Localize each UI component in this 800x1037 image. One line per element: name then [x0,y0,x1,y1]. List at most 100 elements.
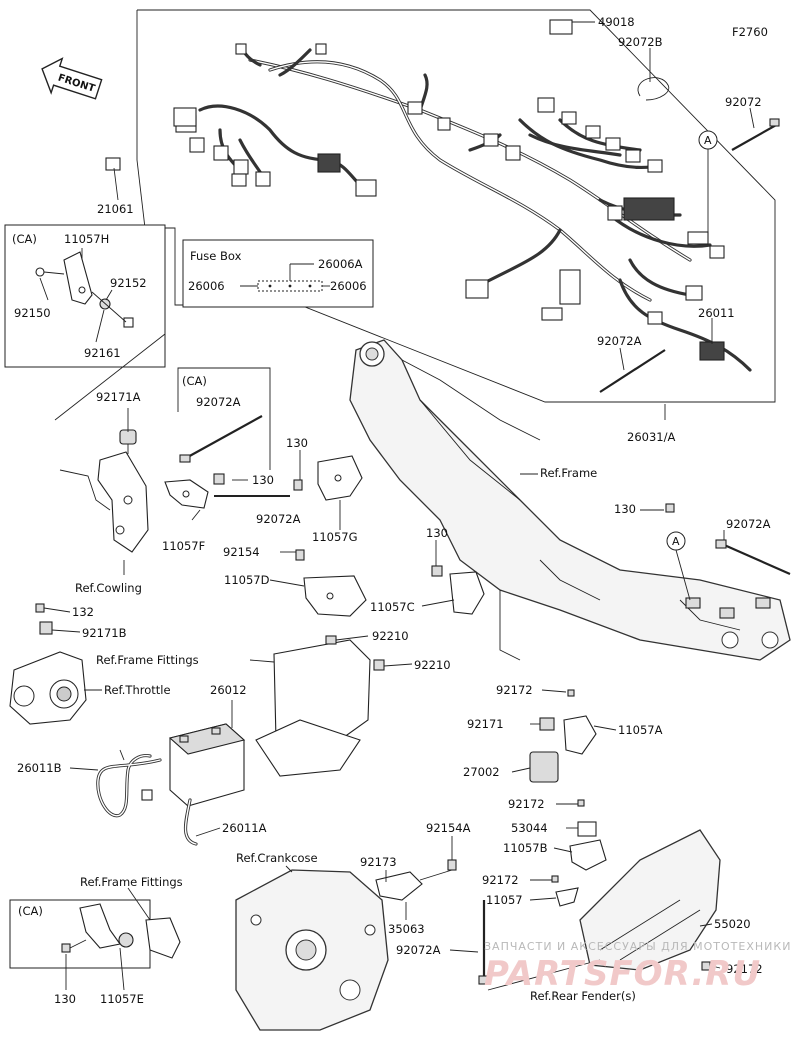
label-11057f: 11057F [162,539,205,553]
fuse-box-title: Fuse Box [190,249,242,263]
label-26011b: 26011B [17,761,62,775]
label-130-b: 130 [252,473,274,487]
label-92171a: 92171A [96,390,141,404]
harness-connectors [105,19,725,361]
svg-text:A: A [672,535,680,548]
label-92072a-right: 92072A [726,517,771,531]
label-92171: 92171 [467,717,504,731]
bracket-11057g [293,455,363,501]
label-92173: 92173 [360,855,397,869]
label-53044: 53044 [511,821,548,835]
label-92210-b: 92210 [414,658,451,672]
label-92172-c: 92172 [482,873,519,887]
label-92150: 92150 [14,306,51,320]
ca-inset-92072a: (CA) [177,367,271,470]
label-11057e: 11057E [100,992,144,1006]
label-92172-d: 92172 [726,962,763,976]
cable-tie-92072a-bottom [478,900,490,985]
bracket-11057c [431,565,485,615]
watermark: ЗАПЧАСТИ И АКСЕССУАРЫ ДЛЯ МОТОТЕХНИКИ PA… [484,940,791,994]
label-92172-b: 92172 [508,797,545,811]
label-92072a-mid: 92072A [256,512,301,526]
harness-boundary [136,9,776,403]
battery-cables [96,749,198,846]
label-92072b: 92072B [618,35,663,49]
relay-27002 [529,689,597,783]
label-92072a-bottom: 92072A [396,943,441,957]
label-92152: 92152 [110,276,147,290]
bolt-130-right [665,503,675,513]
throttle-body [9,603,87,725]
label-130-d: 130 [614,502,636,516]
label-55020: 55020 [714,917,751,931]
cable-tie-92072 [731,118,780,151]
label-130-c: 130 [426,526,448,540]
fuse-label-26006-left: 26006 [188,279,225,293]
crankcase [235,869,389,1031]
label-92072a-top: 92072A [597,334,642,348]
label-11057c: 11057C [370,600,415,614]
label-92072: 92072 [725,95,762,109]
label-ref-frame-fittings-a: Ref.Frame Fittings [96,653,199,667]
label-132: 132 [72,605,94,619]
band-92072b [637,77,670,101]
bracket-11057f [164,473,290,509]
fuse-label-26006a: 26006A [318,257,363,271]
label-11057: 11057 [486,893,523,907]
label-26031a: 26031/A [627,430,675,444]
label-130-e: 130 [54,992,76,1006]
label-ref-frame-fittings-b: Ref.Frame Fittings [80,875,183,889]
svg-text:(CA): (CA) [18,904,43,918]
bracket-11057d [295,549,367,617]
watermark-line2: PARTSFOR.RU [484,954,761,994]
front-arrow-icon: FRONT [41,57,103,100]
label-92171b: 92171B [82,626,127,640]
part-labels: 49018 92072B 92072 21061 11057H 92150 92… [14,15,771,1006]
label-92154: 92154 [223,545,260,559]
crankcase-clamp [375,859,457,901]
label-11057h: 11057H [64,232,109,246]
label-130-a: 130 [286,436,308,450]
label-11057d: 11057D [224,573,270,587]
svg-text:(CA): (CA) [12,232,37,246]
cable-tie-92072a-right [715,539,791,576]
fuse-box-inset: Fuse Box 26006A 26006 26006 [182,239,374,308]
label-92154a: 92154A [426,821,471,835]
label-49018: 49018 [598,15,635,29]
leader-lines [39,21,755,991]
ca-inset-bottom: (CA) [9,899,181,969]
label-11057a: 11057A [618,723,663,737]
label-ref-throttle: Ref.Throttle [104,683,171,697]
callout-a-top: A [698,130,718,232]
label-21061: 21061 [97,202,134,216]
label-92072a-ca: 92072A [196,395,241,409]
rear-fender [579,829,721,971]
ca-inset-top: (CA) [4,224,166,421]
label-26011a: 26011A [222,821,267,835]
battery [168,723,246,807]
callout-a-lower: A [666,531,691,601]
battery-case [255,635,385,777]
label-35063: 35063 [388,922,425,936]
fuse-label-26006-right: 26006 [330,279,367,293]
cable-tie-92072a-top [599,349,666,393]
label-ref-crankcase: Ref.Crankcose [236,851,318,865]
diagram-code: F2760 [732,25,768,39]
cowling-bracket [59,429,149,575]
watermark-line1: ЗАПЧАСТИ И АКСЕССУАРЫ ДЛЯ МОТОТЕХНИКИ [484,940,791,953]
label-92210-a: 92210 [372,629,409,643]
label-ref-frame: Ref.Frame [540,466,597,480]
rear-brackets [551,799,607,907]
label-11057b: 11057B [503,841,548,855]
label-26011: 26011 [698,306,735,320]
svg-text:A: A [704,134,712,147]
label-92172-a: 92172 [496,683,533,697]
label-27002: 27002 [463,765,500,779]
label-ref-rear-fender: Ref.Rear Fender(s) [530,989,636,1003]
svg-text:(CA): (CA) [182,374,207,388]
label-92161: 92161 [84,346,121,360]
label-11057g: 11057G [312,530,358,544]
motorcycle-frame [349,339,791,661]
label-ref-cowling: Ref.Cowling [75,581,142,595]
